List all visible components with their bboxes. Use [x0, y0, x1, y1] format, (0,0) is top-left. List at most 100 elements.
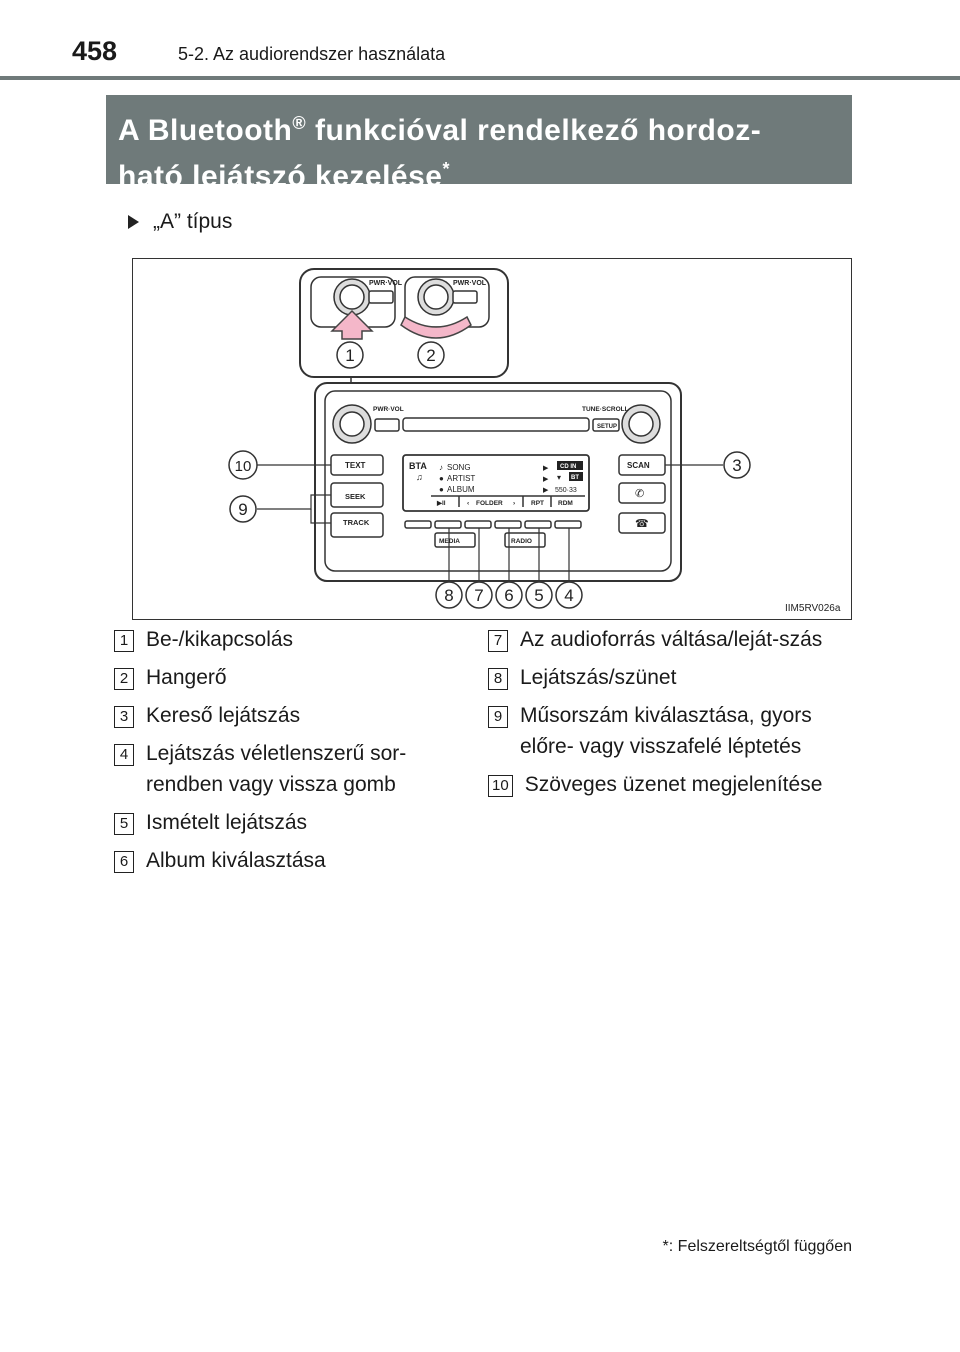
label-song: SONG	[447, 463, 471, 472]
pwr-vol-knob-inner	[339, 411, 365, 437]
label-media: MEDIA	[439, 538, 460, 545]
label-bta: BTA	[409, 461, 427, 471]
tune-knob-inner	[628, 411, 654, 437]
label-setup: SETUP	[597, 424, 617, 430]
svg-text:9: 9	[238, 500, 247, 519]
title-text-b: funkcióval rendelkező hordoz-	[306, 114, 762, 147]
note-icon: ♪	[439, 463, 443, 472]
callout-4: 4	[555, 581, 583, 609]
preset-button-row	[404, 520, 582, 529]
phone-hangup-icon: ☎	[635, 518, 649, 530]
variant-heading: „A” típus	[128, 210, 232, 234]
legend-text: Hangerő	[146, 666, 227, 689]
legend-number: 7	[488, 630, 508, 652]
inset-pwr-vol-left: PWR·VOL	[369, 280, 403, 287]
inset-eject-left	[368, 290, 394, 304]
phone-pickup-icon: ✆	[635, 488, 644, 500]
preset-button-5	[524, 520, 552, 529]
preset-button-3	[464, 520, 492, 529]
display	[402, 454, 590, 512]
asterisk-mark: *	[442, 159, 450, 179]
svg-text:5: 5	[534, 586, 543, 605]
inset-knob-left-inner	[339, 284, 365, 310]
audio-unit-diagram: PWR·VOL PWR·VOL PWR·VOL TUNE·SCROLL SETU…	[228, 268, 841, 614]
label-seek: SEEK	[345, 492, 366, 501]
callout-8: 8	[435, 581, 463, 609]
audio-unit-figure: PWR·VOL PWR·VOL PWR·VOL TUNE·SCROLL SETU…	[132, 258, 852, 620]
inset-eject-right	[452, 290, 478, 304]
legend-number: 2	[114, 668, 134, 690]
label-scan: SCAN	[627, 461, 650, 470]
legend-number: 3	[114, 706, 134, 728]
preset-button-2	[434, 520, 462, 529]
label-time: 550·33	[555, 487, 577, 494]
legend-text: Ismételt lejátszás	[146, 811, 308, 834]
arrow-artist-icon: ▶	[543, 476, 549, 483]
legend-number: 4	[114, 744, 134, 766]
legend-number: 10	[488, 775, 513, 797]
label-cd-in: CD IN	[560, 464, 576, 470]
label-rpt: RPT	[531, 500, 544, 507]
registered-mark: ®	[292, 113, 307, 133]
svg-text:3: 3	[732, 456, 741, 475]
section-title: 5-2. Az audiorendszer használata	[178, 44, 446, 64]
signal-icon: ▾	[557, 473, 561, 482]
svg-text:10: 10	[235, 458, 252, 475]
label-tune-scroll: TUNE·SCROLL	[582, 406, 629, 413]
preset-button-4	[494, 520, 522, 529]
callout-2: 2	[417, 341, 445, 369]
cd-in-badge	[557, 461, 583, 470]
preset-button-1	[404, 520, 432, 529]
cd-slot	[402, 417, 590, 432]
arrow-song-icon: ▶	[543, 465, 549, 472]
folder-next-icon: ›	[513, 500, 515, 507]
inset-knob-right-inner	[423, 284, 449, 310]
header-rule	[0, 76, 960, 80]
triangle-bullet-icon	[128, 215, 139, 229]
person-icon: ●	[439, 474, 444, 483]
legend-number: 9	[488, 706, 508, 728]
title-line-1: A Bluetooth® funkcióval rendelkező hordo…	[118, 104, 842, 150]
legend-text: Lejátszás véletlenszerű sor-rendben vagy…	[146, 742, 407, 796]
leader-lines	[257, 464, 723, 581]
legend-item: 2 Hangerő	[114, 662, 454, 693]
inset-pwr-vol-right: PWR·VOL	[453, 280, 487, 287]
legend-text: Album kiválasztása	[146, 849, 326, 872]
legend-text: Kereső lejátszás	[146, 704, 301, 727]
legend-item: 3 Kereső lejátszás	[114, 700, 454, 731]
callout-5: 5	[525, 581, 553, 609]
preset-button-6	[554, 520, 582, 529]
label-track: TRACK	[343, 518, 370, 527]
legend-item: 8 Lejátszás/szünet	[488, 662, 848, 693]
legend-text: Műsorszám kiválasztása, gyors előre- vag…	[520, 704, 812, 758]
callout-6: 6	[495, 581, 523, 609]
setup-button	[592, 418, 620, 432]
legend-item: 4 Lejátszás véletlenszerű sor-rendben vag…	[114, 738, 454, 800]
label-album: ALBUM	[447, 485, 475, 494]
svg-text:4: 4	[564, 586, 573, 605]
legend-number: 1	[114, 630, 134, 652]
bt-badge	[569, 472, 583, 481]
radio-button	[504, 532, 546, 548]
callout-7: 7	[465, 581, 493, 609]
arrow-album-icon: ▶	[543, 487, 549, 494]
legend-item: 1 Be-/kikapcsolás	[114, 624, 454, 655]
leader-9b	[310, 509, 331, 524]
legend-number: 8	[488, 668, 508, 690]
disc-icon: ●	[439, 485, 444, 494]
legend-text: Be-/kikapcsolás	[146, 628, 294, 651]
variant-label: „A” típus	[153, 210, 233, 233]
label-rdm: RDM	[558, 500, 573, 507]
folder-prev-icon: ‹	[467, 500, 469, 507]
label-pwr-vol: PWR·VOL	[373, 406, 404, 413]
phone-pickup-button	[618, 482, 666, 504]
legend-number: 5	[114, 813, 134, 835]
footnote-mark: *	[662, 1238, 669, 1255]
svg-text:1: 1	[345, 346, 354, 365]
legend-text: Lejátszás/szünet	[520, 666, 677, 689]
label-artist: ARTIST	[447, 474, 475, 483]
callout-1: 1	[336, 341, 364, 369]
